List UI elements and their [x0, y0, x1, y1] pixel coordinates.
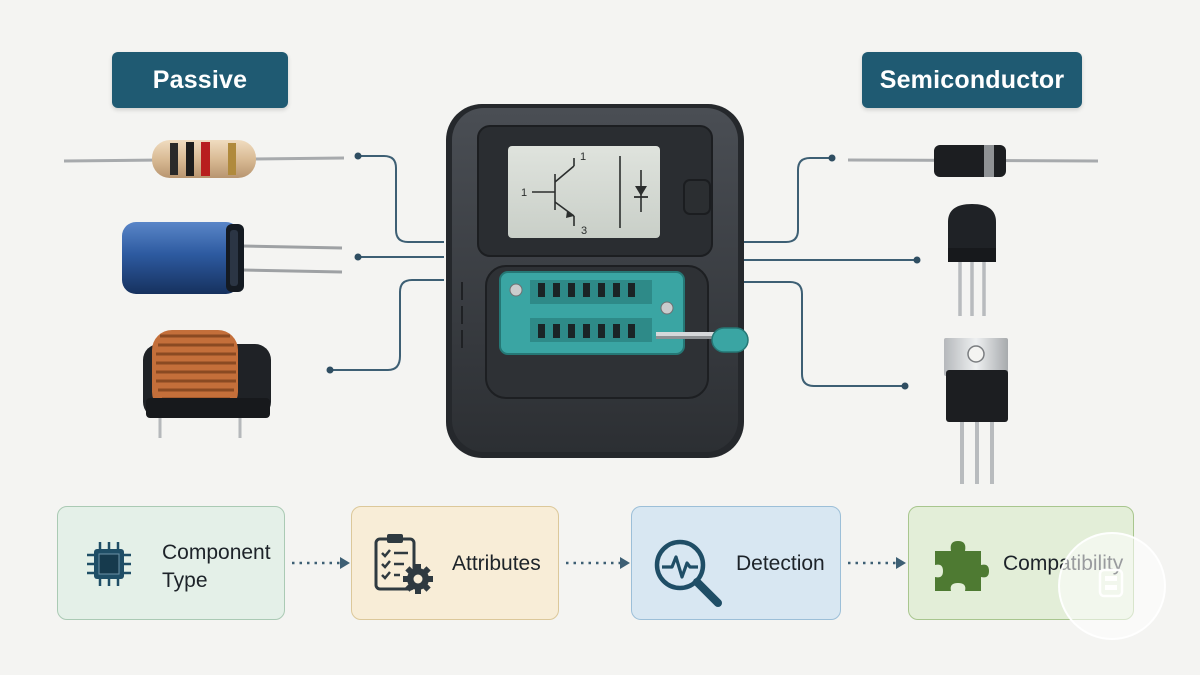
- left-connector-lines: [332, 155, 444, 371]
- lcd-screen: [508, 146, 660, 238]
- resistor-band-1: [170, 143, 178, 175]
- passive-category-label: Passive: [112, 52, 288, 108]
- pin-label-left: 1: [521, 187, 527, 199]
- diode-symbol: [634, 170, 648, 212]
- logo-icon: [1098, 568, 1124, 598]
- test-button[interactable]: [683, 179, 711, 215]
- to92-transistor-component: [948, 204, 996, 316]
- checklist-gear-icon: [374, 534, 433, 594]
- flow-step-detection: Detection: [631, 506, 841, 620]
- watermark-badge: [1058, 532, 1166, 640]
- connector-dot: [913, 256, 921, 264]
- socket-lever[interactable]: [711, 327, 749, 353]
- right-connector-lines: [742, 157, 916, 387]
- resistor-band-2: [186, 142, 194, 176]
- connector-dot: [901, 382, 909, 390]
- transistor-symbol: [532, 156, 621, 228]
- flow-step-component-type: Component Type: [57, 506, 285, 620]
- component-tester-device: 1 1 3: [446, 104, 749, 458]
- zif-socket: [499, 271, 749, 355]
- to220-mosfet-component: [944, 338, 1008, 484]
- resistor-component: [63, 140, 345, 178]
- magnifier-pulse-icon: [654, 539, 722, 607]
- connector-dot: [326, 366, 334, 374]
- flow-step-label: Component Type: [162, 541, 271, 592]
- resistor-band-4: [228, 143, 236, 175]
- puzzle-piece-icon: [935, 541, 989, 591]
- capacitor-component: [122, 222, 343, 294]
- flow-arrows: [292, 557, 906, 569]
- connector-dot: [354, 152, 362, 160]
- flow-step-label: Attributes: [452, 552, 541, 575]
- resistor-band-3: [201, 142, 210, 176]
- diode-component: [847, 145, 1099, 177]
- flow-step-label: Detection: [736, 552, 825, 575]
- connector-dot: [828, 154, 836, 162]
- semiconductor-category-label: Semiconductor: [862, 52, 1082, 108]
- pin-label-top: 1: [580, 151, 586, 163]
- pin-label-bottom: 3: [581, 225, 587, 237]
- flow-step-attributes: Attributes: [351, 506, 559, 620]
- chip-icon: [87, 542, 131, 586]
- connector-dot: [354, 253, 362, 261]
- inductor-component: [143, 330, 271, 438]
